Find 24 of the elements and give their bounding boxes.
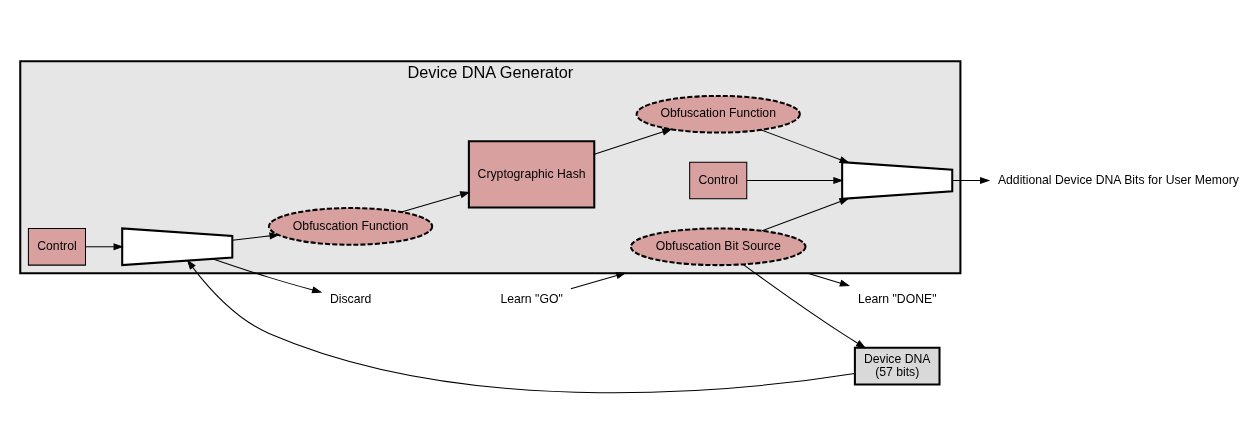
arrow (570, 272, 627, 290)
arrow (231, 232, 280, 241)
arrow (593, 128, 673, 155)
arrow (761, 197, 850, 232)
node-text: Discard (329, 291, 372, 306)
arrow (400, 191, 471, 213)
node-trapezoid (841, 161, 954, 200)
arrow (760, 129, 850, 164)
node-ellipse: Obfuscation Bit Source (629, 227, 807, 267)
node-text: Learn "DONE" (857, 291, 937, 306)
arrow (186, 259, 856, 394)
arrow (212, 258, 323, 294)
arrow (85, 243, 124, 251)
arrow (742, 264, 867, 349)
node-text: Learn "GO" (500, 291, 563, 306)
arrow (807, 272, 851, 287)
node-trapezoid (121, 227, 234, 267)
node-text: Additional Device DNA Bits for User Memory (997, 172, 1239, 187)
arrow (951, 176, 991, 185)
node-box: Control (27, 227, 86, 266)
node-box: Cryptographic Hash (467, 140, 596, 209)
arrow (746, 176, 844, 185)
node-box: Control (689, 161, 748, 200)
node-box: Device DNA (57 bits) (853, 346, 941, 386)
